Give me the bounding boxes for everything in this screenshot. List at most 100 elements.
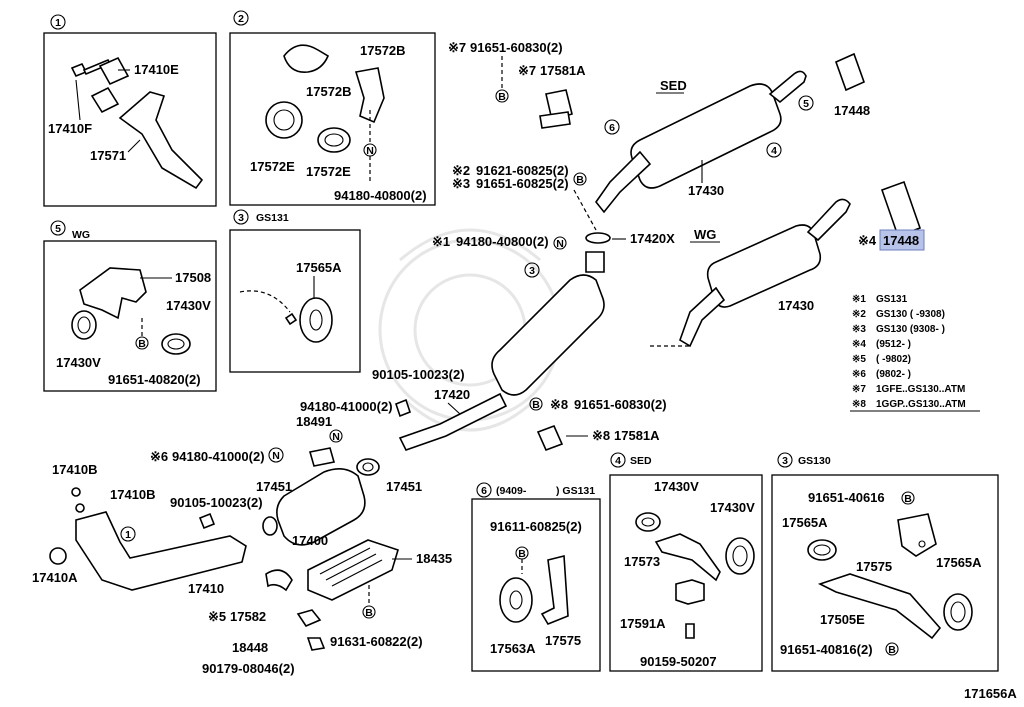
main-assembly: ※7 91651-60830(2) ※7 17581A B SED 6 1743… xyxy=(32,40,925,676)
b-mark: B xyxy=(888,644,896,656)
mark-6: ※6 xyxy=(150,449,168,464)
note-text: GS131 xyxy=(876,294,908,305)
label-90179-08046-2: 90179-08046(2) xyxy=(202,661,295,676)
label-17571: 17571 xyxy=(90,148,126,163)
highlight-17448 xyxy=(879,229,925,251)
label-17572B: 17572B xyxy=(360,43,406,58)
label-17410B: 17410B xyxy=(52,462,98,477)
label-17508: 17508 xyxy=(175,270,211,285)
callout-1: 1 xyxy=(125,529,131,541)
panel-4-sed: 4 SED 17430V 17430V 17573 17591A 90159-5… xyxy=(609,452,763,672)
label-17420X: 17420X xyxy=(630,231,675,246)
label-18491: 18491 xyxy=(296,414,332,429)
note-text: GS130 (9308- ) xyxy=(876,324,945,335)
panel-number: 5 xyxy=(55,223,61,235)
b-mark: B xyxy=(576,174,584,186)
panel-5-wg: 5 WG B 17508 17430V 17430V 91651-40820(2… xyxy=(43,220,217,392)
label-91621-60825-2: 91621-60825(2) xyxy=(476,163,569,178)
b-mark: B xyxy=(365,607,373,619)
panel-3-gs131: 3 GS131 17565A xyxy=(229,209,361,373)
label-17572E: 17572E xyxy=(250,159,295,174)
label-17505E: 17505E xyxy=(820,612,865,627)
mark-1: ※1 xyxy=(432,234,450,249)
label-17410A: 17410A xyxy=(32,570,78,585)
label-17451: 17451 xyxy=(256,479,292,494)
callout-4: 4 xyxy=(771,145,777,157)
panel-sub: GS130 xyxy=(798,455,831,467)
note-mark: ※4 xyxy=(852,339,866,350)
panel-sub: ) GS131 xyxy=(556,485,595,497)
note-mark: ※8 xyxy=(852,399,866,410)
note-text: GS130 ( -9308) xyxy=(876,309,945,320)
label-17430V: 17430V xyxy=(56,355,101,370)
panel-sub: WG xyxy=(72,229,90,241)
panel-1: 1 17410E 17410F 17571 xyxy=(43,14,217,207)
callout-3: 3 xyxy=(529,265,535,277)
panel-sub: GS131 xyxy=(256,212,289,224)
panel-sub: (9409- xyxy=(496,485,527,497)
notes-legend: ※1 GS131 ※2 GS130 ( -9308) ※3 GS130 (930… xyxy=(850,294,980,412)
note-text: 1GFE..GS130..ATM xyxy=(876,384,965,395)
label-17430V: 17430V xyxy=(710,500,755,515)
label-17572B: 17572B xyxy=(306,84,352,99)
label-17591A: 17591A xyxy=(620,616,666,631)
label-17430V: 17430V xyxy=(654,479,699,494)
panel-number: 3 xyxy=(238,212,244,224)
panel-number: 1 xyxy=(55,17,61,29)
label-91651-40820-2: 91651-40820(2) xyxy=(108,372,201,387)
note-text: (9512- ) xyxy=(876,339,911,350)
label-17581A: 17581A xyxy=(540,63,586,78)
n-mark: N xyxy=(332,431,340,443)
panel-number: 4 xyxy=(615,455,621,467)
label-90159-50207: 90159-50207 xyxy=(640,654,717,669)
mark-8: ※8 xyxy=(550,397,568,412)
label-17448: 17448 xyxy=(834,103,870,118)
label-91611-60825-2: 91611-60825(2) xyxy=(490,519,582,534)
note-mark: ※2 xyxy=(852,309,866,320)
label-91651-60830-2: 91651-60830(2) xyxy=(574,397,667,412)
mark-8: ※8 xyxy=(592,428,610,443)
panel-2: 2 N 17572B 17572B 17572E 17572E 94180-40… xyxy=(229,10,436,206)
label-17410E: 17410E xyxy=(134,62,179,77)
label-17410F: 17410F xyxy=(48,121,92,136)
note-mark: ※6 xyxy=(852,369,866,380)
mark-3: ※3 xyxy=(452,176,470,191)
label-18448: 18448 xyxy=(232,640,268,655)
note-text: ( -9802) xyxy=(876,354,911,365)
label-91651-40616: 91651-40616 xyxy=(808,490,885,505)
label-91651-60825-2: 91651-60825(2) xyxy=(476,176,569,191)
note-text: 1GGP..GS130..ATM xyxy=(876,399,966,410)
label-wg: WG xyxy=(694,227,716,242)
label-17451: 17451 xyxy=(386,479,422,494)
b-mark: B xyxy=(138,338,146,350)
mark-7: ※7 xyxy=(448,40,466,55)
label-94180-40800-2: 94180-40800(2) xyxy=(334,188,427,203)
label-94180-41000-2: 94180-41000(2) xyxy=(172,449,265,464)
n-mark: N xyxy=(272,450,280,462)
b-mark: B xyxy=(904,493,912,505)
label-91631-60822-2: 91631-60822(2) xyxy=(330,634,423,649)
label-91651-40816-2: 91651-40816(2) xyxy=(780,642,873,657)
callout-6: 6 xyxy=(609,122,615,134)
label-17430V: 17430V xyxy=(166,298,211,313)
panel-number: 3 xyxy=(782,455,788,467)
label-90105-10023-2: 90105-10023(2) xyxy=(170,495,263,510)
label-94180-40800-2: 94180-40800(2) xyxy=(456,234,549,249)
label-17420: 17420 xyxy=(434,387,470,402)
panel-6: 6 (9409- ) GS131 91611-60825(2) B 17563A… xyxy=(471,482,601,672)
note-mark: ※5 xyxy=(852,354,866,365)
label-91651-60830-2: 91651-60830(2) xyxy=(470,40,563,55)
label-17563A: 17563A xyxy=(490,641,536,656)
diagram-id: 171656A xyxy=(964,686,1017,701)
panel-number: 6 xyxy=(481,485,487,497)
label-90105-10023-2: 90105-10023(2) xyxy=(372,367,465,382)
panel-number: 2 xyxy=(238,13,244,25)
label-17565A: 17565A xyxy=(936,555,982,570)
panel-sub: SED xyxy=(630,455,652,467)
label-17430: 17430 xyxy=(778,298,814,313)
label-17448-highlighted: 17448 xyxy=(883,233,919,248)
label-17582: 17582 xyxy=(230,609,266,624)
label-17573: 17573 xyxy=(624,554,660,569)
label-17430: 17430 xyxy=(688,183,724,198)
